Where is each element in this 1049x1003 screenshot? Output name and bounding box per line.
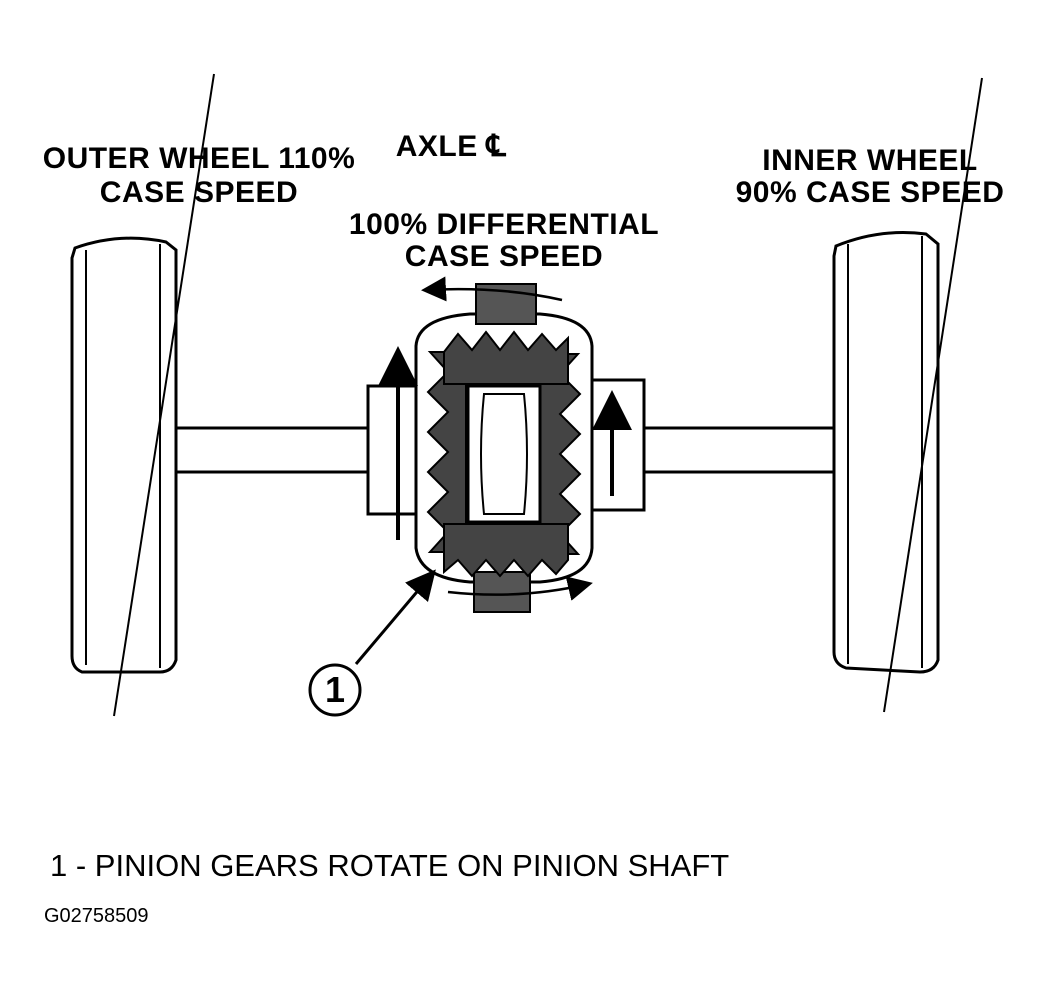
top-rotation-arrow (421, 276, 563, 302)
callout-circle (308, 663, 362, 717)
pinion-shaft (480, 393, 528, 515)
outer-wheel (70, 73, 215, 717)
bottom-rotation-arrow (447, 576, 593, 601)
bottom-pinion-stub (473, 571, 531, 613)
axle-shaft-left (172, 426, 372, 474)
inner-wheel-label-line1: INNER WHEEL (762, 144, 978, 177)
outer-wheel-label-line2: CASE SPEED (99, 176, 299, 209)
figure-id: G02758509 (44, 905, 149, 927)
bottom-pinion-gear (443, 523, 569, 578)
callout-number: 1 (324, 669, 346, 710)
outer-wheel-label-line1: OUTER WHEEL 110% (42, 142, 356, 175)
top-pinion-gear (443, 330, 569, 385)
differential-label-line1: 100% DIFFERENTIAL (348, 208, 660, 241)
outer-wheel-reference-line (113, 73, 215, 717)
differential-label-line2: CASE SPEED (404, 240, 604, 273)
inner-wheel-label-line2: 90% CASE SPEED (735, 176, 1005, 209)
differential-case (414, 283, 594, 613)
callout-leader (354, 569, 436, 665)
right-side-hub (588, 378, 646, 512)
legend-item-1: 1 - PINION GEARS ROTATE ON PINION SHAFT (50, 848, 730, 883)
axle-shaft-right (640, 426, 834, 474)
inner-wheel-reference-line (883, 77, 983, 713)
axle-centerline-label: AXLE ℄ (395, 130, 507, 163)
left-side-hub (366, 384, 420, 516)
inner-wheel (832, 77, 983, 713)
